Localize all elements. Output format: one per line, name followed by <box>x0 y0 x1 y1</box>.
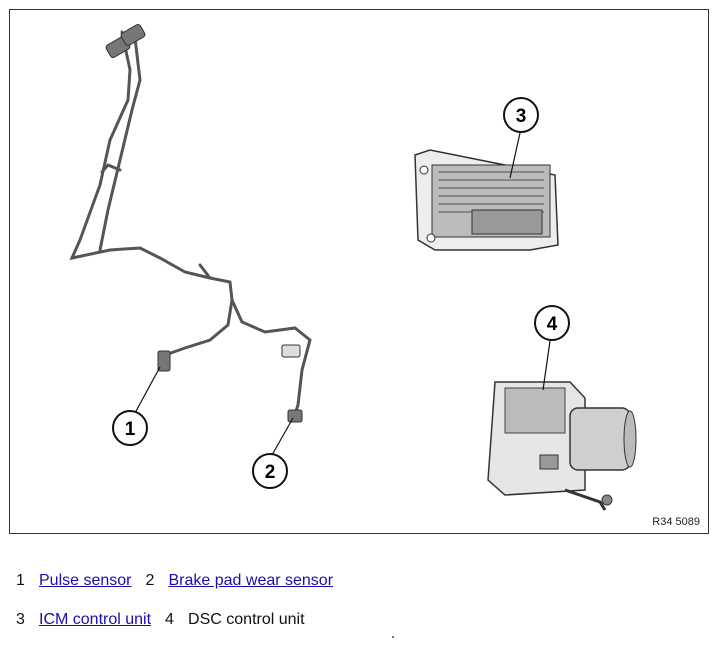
svg-text:1: 1 <box>125 419 136 440</box>
legend-number: 2 <box>145 572 155 589</box>
callout-2: 2 <box>252 453 288 489</box>
svg-text:2: 2 <box>265 462 276 483</box>
icm-control-unit-link[interactable]: ICM control unit <box>39 611 152 628</box>
dsc-control-unit-label: DSC control unit <box>188 611 305 628</box>
svg-text:4: 4 <box>547 314 558 335</box>
wear-sensor-part <box>287 409 303 423</box>
legend-number: 3 <box>16 611 25 628</box>
icm-control-unit-drawing <box>414 149 559 251</box>
svg-text:3: 3 <box>516 106 527 127</box>
wiring-illustration: 1 2 3 4 <box>69 24 637 511</box>
figure-reference-code: R34 5089 <box>652 516 700 528</box>
stray-dot <box>392 636 394 638</box>
callout-3: 3 <box>503 97 539 133</box>
pulse-sensor-part <box>157 350 171 372</box>
legend-number: 1 <box>16 572 25 589</box>
wiring-harness <box>69 30 312 422</box>
brake-pad-wear-sensor-link[interactable]: Brake pad wear sensor <box>168 572 334 589</box>
callout-4: 4 <box>534 305 570 341</box>
legend-row-1: 1 Pulse sensor 2 Brake pad wear sensor <box>16 572 333 590</box>
callout-1: 1 <box>112 410 148 446</box>
legend-number: 4 <box>165 611 174 628</box>
dsc-control-unit-drawing <box>487 381 637 511</box>
diagram-figure: 1 2 3 4 R34 5089 <box>9 9 709 534</box>
pulse-sensor-link[interactable]: Pulse sensor <box>39 572 132 589</box>
legend-row-2: 3 ICM control unit 4 DSC control unit <box>16 611 305 629</box>
